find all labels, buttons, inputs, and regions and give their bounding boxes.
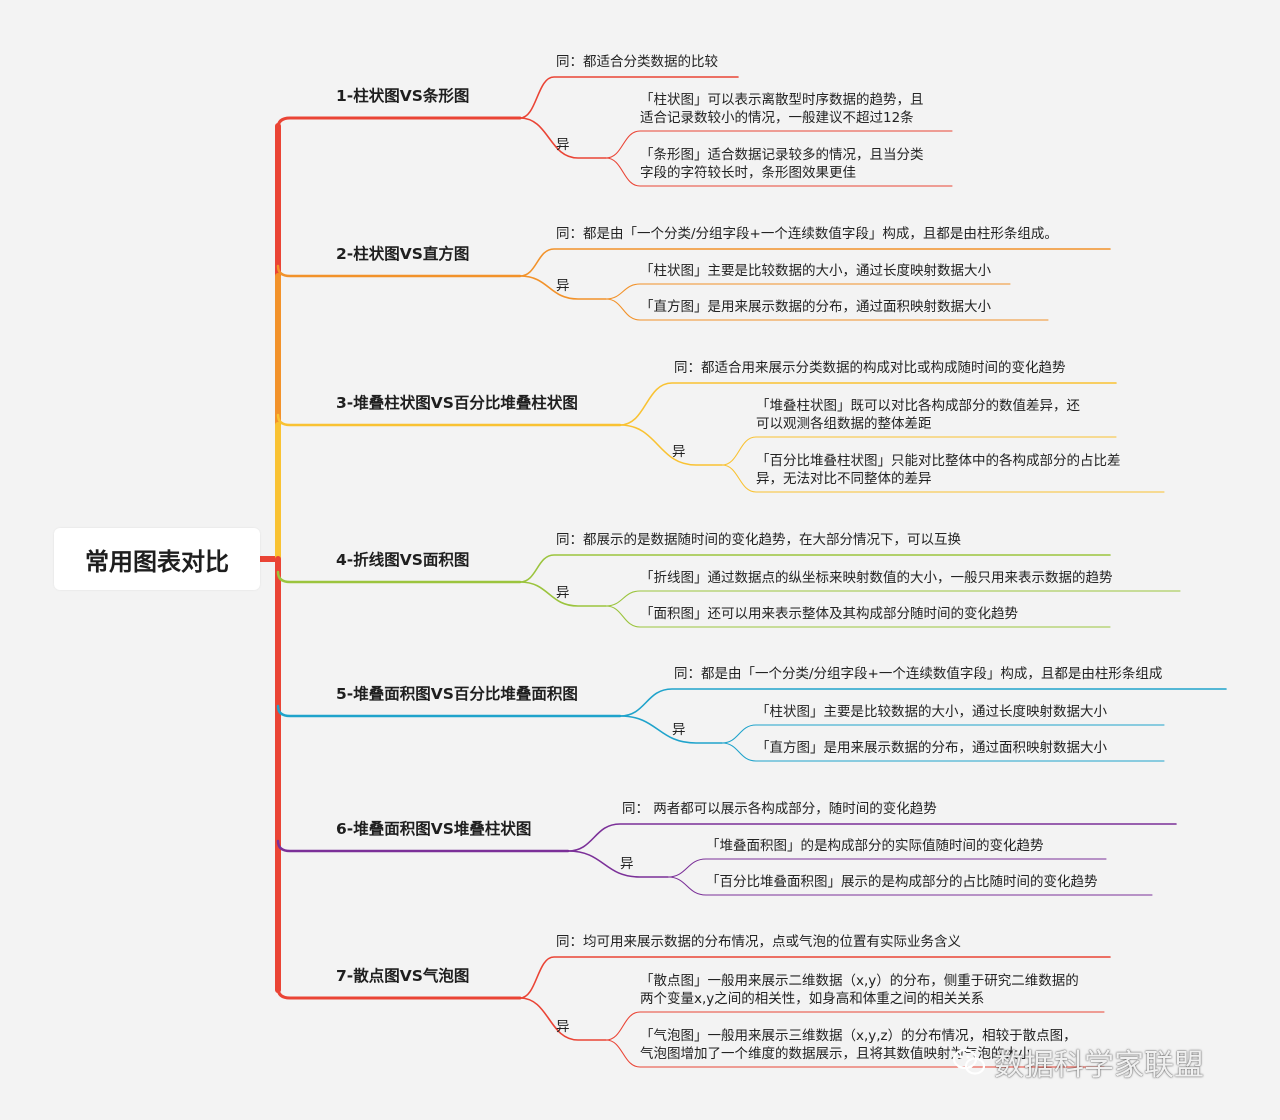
- same-connector: [519, 956, 1111, 999]
- branch-line: [276, 570, 522, 584]
- same-connector: [619, 688, 1227, 717]
- diff-item-connector: [667, 876, 1153, 896]
- same-text: 同：都展示的是数据随时间的变化趋势，在大部分情况下，可以互换: [556, 532, 961, 548]
- diff-item-text: 「百分比堆叠面积图」展示的是构成部分的占比随时间的变化趋势: [706, 874, 1098, 890]
- diff-connector: [619, 424, 723, 466]
- same-connector: [619, 382, 1117, 426]
- branch-title: 2-柱状图VS直方图: [336, 245, 470, 263]
- diff-connector: [519, 275, 607, 300]
- watermark: 数据科学家联盟: [952, 1040, 1204, 1084]
- diff-item-text: 「面积图」还可以用来表示整体及其构成部分随时间的变化趋势: [640, 606, 1018, 622]
- diff-connector: [519, 997, 607, 1041]
- branch-line: [276, 413, 622, 427]
- same-text: 同：都是由「一个分类/分组字段+一个连续数值字段」构成，且都是由柱形条组成: [674, 666, 1163, 682]
- diff-item-text: 字段的字符较长时，条形图效果更佳: [640, 165, 856, 181]
- wechat-icon: [952, 1048, 986, 1075]
- same-connector: [519, 248, 1111, 277]
- diff-item-connector: [605, 283, 1011, 300]
- diff-item-connector: [605, 1011, 1105, 1041]
- branch-title: 3-堆叠柱状图VS百分比堆叠柱状图: [336, 394, 578, 412]
- diff-item-text: 适合记录数较小的情况，一般建议不超过12条: [640, 110, 914, 126]
- diff-label: 异: [620, 856, 634, 872]
- same-connector: [519, 76, 739, 119]
- diff-item-connector: [667, 858, 1107, 878]
- diff-label: 异: [556, 585, 570, 601]
- branch-line: [276, 116, 522, 130]
- diff-label: 异: [556, 1019, 570, 1035]
- diff-connector: [619, 715, 723, 744]
- diff-item-text: 气泡图增加了一个维度的数据展示，且将其数值映射为气泡的大小: [640, 1046, 1032, 1062]
- diff-item-text: 两个变量x,y之间的相关性，如身高和体重之间的相关关系: [640, 991, 985, 1007]
- diff-item-connector: [721, 436, 1117, 466]
- same-connector: [519, 554, 1111, 583]
- same-text: 同：均可用来展示数据的分布情况，点或气泡的位置有实际业务含义: [556, 934, 961, 950]
- diff-item-text: 「柱状图」主要是比较数据的大小，通过长度映射数据大小: [756, 704, 1107, 720]
- branch-title: 1-柱状图VS条形图: [336, 87, 470, 105]
- diff-item-text: 「百分比堆叠柱状图」只能对比整体中的各构成部分的占比差: [756, 453, 1121, 469]
- branch-title: 5-堆叠面积图VS百分比堆叠面积图: [336, 685, 578, 703]
- branch-line: [276, 264, 522, 278]
- diff-label: 异: [672, 444, 686, 460]
- diff-item-text: 「柱状图」主要是比较数据的大小，通过长度映射数据大小: [640, 263, 991, 279]
- branch-line: [276, 704, 622, 718]
- diff-item-connector: [605, 590, 1181, 607]
- diff-item-connector: [605, 157, 953, 187]
- diff-item-text: 「折线图」通过数据点的纵坐标来映射数值的大小，一般只用来表示数据的趋势: [640, 570, 1113, 586]
- diff-connector: [567, 850, 669, 878]
- branch-title: 6-堆叠面积图VS堆叠柱状图: [336, 820, 532, 838]
- diff-label: 异: [672, 722, 686, 738]
- branch-line: [276, 839, 570, 853]
- diff-item-connector: [721, 724, 1165, 744]
- diff-item-connector: [605, 605, 1111, 628]
- diff-item-connector: [721, 464, 1165, 493]
- branch-title: 4-折线图VS面积图: [336, 551, 470, 569]
- same-text: 同：都适合分类数据的比较: [556, 54, 718, 70]
- diff-item-connector: [605, 130, 953, 159]
- diff-item-text: 异，无法对比不同整体的差异: [756, 471, 932, 487]
- diff-connector: [519, 581, 607, 607]
- diff-item-connector: [605, 298, 1049, 321]
- diff-item-text: 「条形图」适合数据记录较多的情况，且当分类: [640, 147, 924, 163]
- diff-connector: [519, 117, 607, 159]
- same-connector: [567, 823, 1177, 852]
- diff-item-text: 「柱状图」可以表示离散型时序数据的趋势，且: [640, 92, 924, 108]
- diff-label: 异: [556, 278, 570, 294]
- diff-item-connector: [605, 1039, 1105, 1068]
- diff-label: 异: [556, 137, 570, 153]
- branch-title: 7-散点图VS气泡图: [336, 967, 470, 985]
- branch-line: [276, 986, 522, 1000]
- root-title: 常用图表对比: [85, 547, 229, 576]
- same-text: 同：都适合用来展示分类数据的构成对比或构成随时间的变化趋势: [674, 360, 1066, 376]
- diff-item-text: 「堆叠柱状图」既可以对比各构成部分的数值差异，还: [756, 398, 1080, 414]
- same-text: 同：都是由「一个分类/分组字段+一个连续数值字段」构成，且都是由柱形条组成。: [556, 226, 1058, 242]
- diff-item-text: 「直方图」是用来展示数据的分布，通过面积映射数据大小: [640, 299, 991, 315]
- root-node: 常用图表对比: [54, 528, 260, 590]
- same-text: 同： 两者都可以展示各构成部分，随时间的变化趋势: [622, 801, 937, 817]
- diff-item-connector: [721, 742, 1165, 762]
- diff-item-text: 「堆叠面积图」的是构成部分的实际值随时间的变化趋势: [706, 838, 1044, 854]
- diff-item-text: 「直方图」是用来展示数据的分布，通过面积映射数据大小: [756, 740, 1107, 756]
- watermark-text: 数据科学家联盟: [994, 1048, 1204, 1083]
- diff-item-text: 「散点图」一般用来展示二维数据（x,y）的分布，侧重于研究二维数据的: [640, 973, 1079, 989]
- diff-item-text: 「气泡图」一般用来展示三维数据（x,y,z）的分布情况，相较于散点图，: [640, 1028, 1077, 1044]
- diff-item-text: 可以观测各组数据的整体差距: [756, 416, 932, 432]
